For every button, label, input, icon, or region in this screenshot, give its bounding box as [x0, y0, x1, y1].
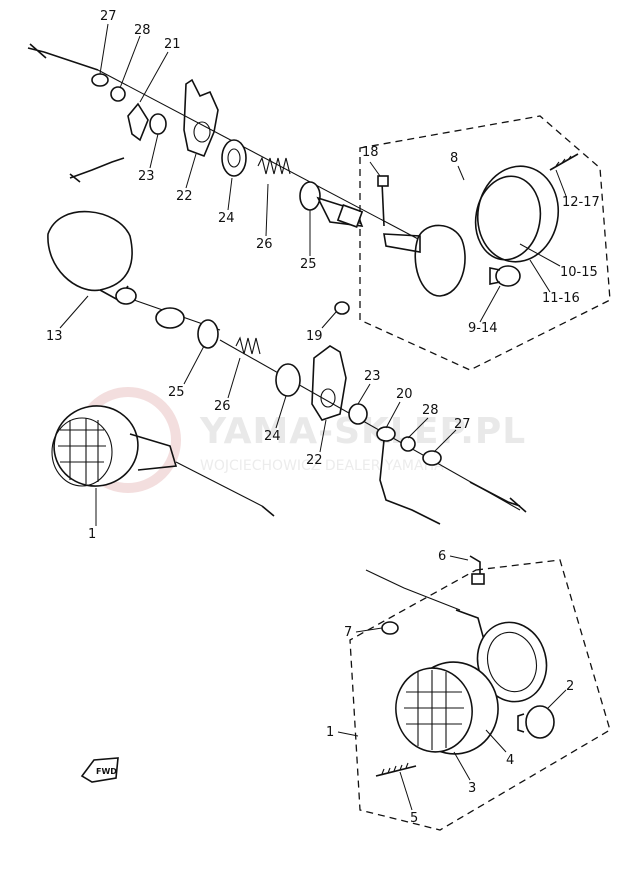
- stay-22-upper: [183, 78, 219, 158]
- callout-28: 28: [134, 23, 151, 38]
- nut-27-lower: [422, 450, 442, 466]
- callout-22-lower: 22: [306, 453, 323, 468]
- callout-28-lower: 28: [422, 403, 439, 418]
- damper-25-upper: [299, 181, 321, 211]
- callout-23: 23: [138, 169, 155, 184]
- screw-5: [375, 765, 417, 777]
- lock-washer-28-lower: [400, 436, 416, 452]
- callout-12-17: 12-17: [562, 195, 600, 210]
- middle-stay-assembly: [219, 336, 527, 525]
- damper-25-lower: [197, 319, 219, 349]
- nut-27-upper: [91, 73, 109, 87]
- bolt-12-17: [549, 153, 579, 171]
- flasher-assembly-8: [359, 115, 611, 371]
- callout-1-lower: 1: [326, 725, 334, 740]
- callout-5: 5: [410, 811, 418, 826]
- watermark: YAMA-SKLEP.PL WOJCIECHOWICZ DEALER YAMAH…: [75, 387, 525, 493]
- damper-24-lower: [275, 363, 301, 397]
- callout-27-lower: 27: [454, 417, 471, 432]
- lock-washer-28-upper: [110, 86, 126, 102]
- watermark-sub-text: WOJCIECHOWICZ DEALER YAMAHA: [200, 458, 444, 474]
- callout-3: 3: [468, 781, 476, 796]
- callout-27: 27: [100, 9, 117, 24]
- callout-7: 7: [344, 625, 352, 640]
- spring-26-lower: [235, 336, 261, 355]
- callout-24: 24: [218, 211, 235, 226]
- lamp-lens-13: [47, 210, 221, 349]
- callout-6: 6: [438, 549, 446, 564]
- callout-11-16: 11-16: [542, 291, 580, 306]
- bulb-2: [525, 705, 555, 739]
- callout-19: 19: [306, 329, 323, 344]
- fwd-label: FWD: [96, 767, 117, 776]
- callout-25-lower: 25: [168, 385, 185, 400]
- callout-18: 18: [362, 145, 379, 160]
- washer-23-upper: [149, 113, 167, 135]
- callout-9-14: 9-14: [468, 321, 498, 336]
- bolt-18: [377, 175, 389, 227]
- flasher-1-left: [51, 405, 275, 517]
- callout-21: 21: [164, 37, 181, 52]
- callout-22: 22: [176, 189, 193, 204]
- callout-2: 2: [566, 679, 574, 694]
- nut-19: [334, 301, 350, 315]
- callout-10-15: 10-15: [560, 265, 598, 280]
- leader-lines: [59, 23, 567, 811]
- callout-20: 20: [396, 387, 413, 402]
- callout-13: 13: [46, 329, 63, 344]
- collar-lower: [155, 307, 185, 329]
- callout-26-lower: 26: [214, 399, 231, 414]
- callout-4: 4: [506, 753, 514, 768]
- bulb-9-14: [495, 265, 521, 287]
- flasher-assembly-1-lower: [349, 555, 611, 831]
- spring-26-upper: [257, 156, 291, 175]
- washer-23-lower: [348, 403, 368, 425]
- callout-26: 26: [256, 237, 273, 252]
- stay-22-lower: [311, 345, 347, 421]
- callout-25: 25: [300, 257, 317, 272]
- lead-20: [376, 426, 396, 442]
- callout-23-lower: 23: [364, 369, 381, 384]
- fwd-arrow-mark: FWD: [80, 757, 119, 783]
- callout-8: 8: [450, 151, 458, 166]
- lens-3: [395, 667, 473, 753]
- callout-labels: 27 28 21 23 22 24 26 25 18 8 12-17 10-15…: [46, 9, 600, 826]
- callout-24-lower: 24: [264, 429, 281, 444]
- bracket-21: [127, 102, 149, 142]
- damper-24-upper: [221, 139, 247, 177]
- nut-7: [381, 621, 399, 635]
- callout-1-left: 1: [88, 527, 96, 542]
